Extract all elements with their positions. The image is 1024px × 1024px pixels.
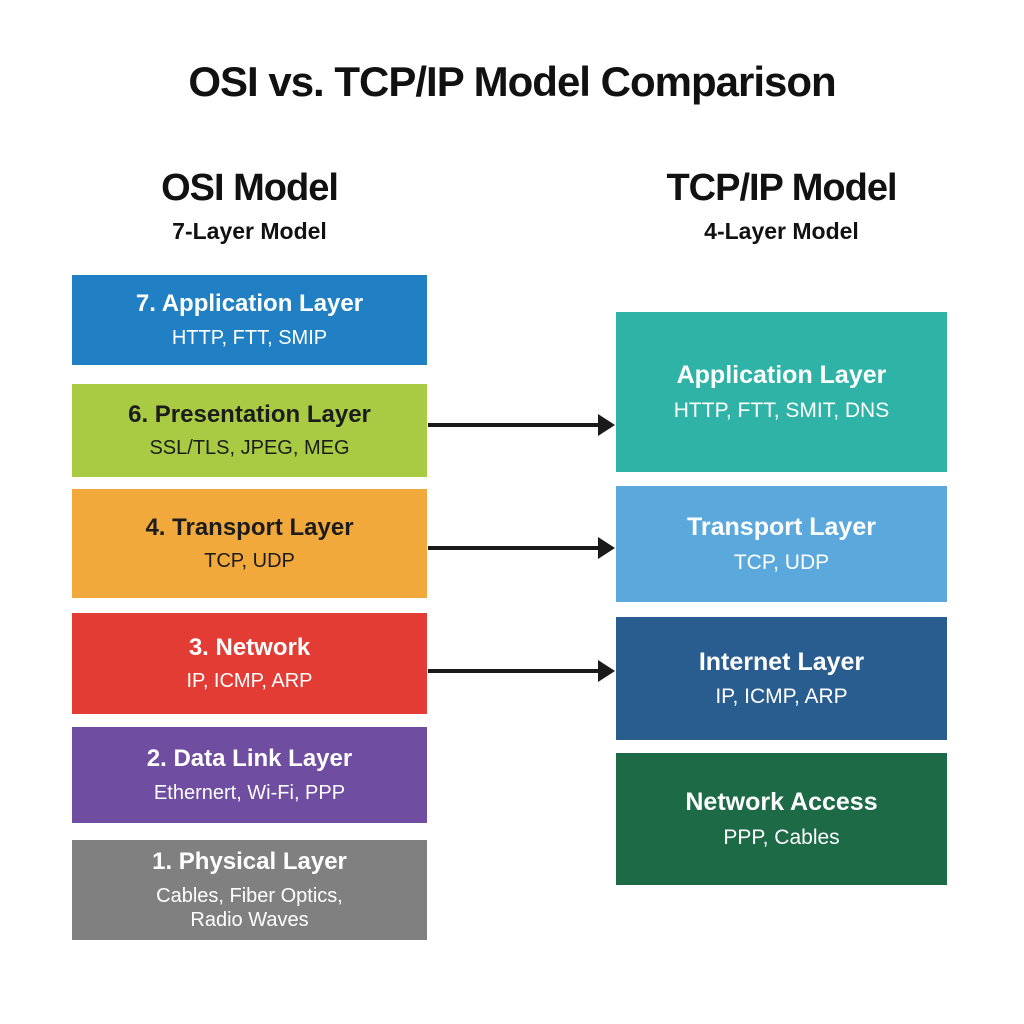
arrow-line [428, 423, 602, 427]
arrow-transport-to-transport [428, 537, 615, 559]
tcpip-column-header: TCP/IP Model 4-Layer Model [616, 167, 947, 245]
osi-layer-title: 1. Physical Layer [152, 848, 347, 876]
tcpip-layer-protocols: TCP, UDP [733, 550, 830, 574]
arrow-network-to-internet [428, 660, 615, 682]
osi-layer-protocols: TCP, UDP [204, 550, 295, 573]
arrow-head-icon [598, 414, 615, 436]
tcpip-subheading: 4-Layer Model [704, 217, 859, 244]
osi-layer-protocols: IP, ICMP, ARP [186, 670, 313, 693]
osi-heading: OSI Model [161, 167, 339, 209]
tcpip-layer-title: Application Layer [676, 361, 887, 390]
osi-layer-data-link: 2. Data Link Layer Ethernert, Wi-Fi, PPP [72, 727, 427, 823]
tcpip-layer-internet: Internet Layer IP, ICMP, ARP [616, 617, 947, 740]
osi-layer-transport: 4. Transport Layer TCP, UDP [72, 489, 427, 598]
arrow-line [428, 546, 602, 550]
arrow-presentation-to-application [428, 414, 615, 436]
osi-column-header: OSI Model 7-Layer Model [72, 167, 427, 245]
osi-layer-network: 3. Network IP, ICMP, ARP [72, 613, 427, 714]
tcpip-layer-title: Internet Layer [698, 647, 865, 676]
osi-layer-application: 7. Application Layer HTTP, FTT, SMIP [72, 275, 427, 365]
osi-layer-presentation: 6. Presentation Layer SSL/TLS, JPEG, MEG [72, 384, 427, 477]
arrow-line [428, 669, 602, 673]
tcpip-layer-network-access: Network Access PPP, Cables [616, 753, 947, 885]
tcpip-layer-protocols: PPP, Cables [723, 825, 840, 849]
tcpip-layer-transport: Transport Layer TCP, UDP [616, 486, 947, 602]
tcpip-layer-title: Transport Layer [687, 513, 876, 542]
osi-layer-protocols: Cables, Fiber Optics, Radio Waves [156, 884, 343, 931]
osi-subheading: 7-Layer Model [172, 217, 327, 244]
tcpip-layer-title: Network Access [685, 788, 878, 817]
tcpip-layer-protocols: HTTP, FTT, SMIT, DNS [673, 398, 890, 422]
tcpip-layer-application: Application Layer HTTP, FTT, SMIT, DNS [616, 312, 947, 472]
osi-layer-title: 6. Presentation Layer [128, 400, 371, 428]
arrow-head-icon [598, 660, 615, 682]
osi-layer-title: 7. Application Layer [135, 290, 364, 318]
osi-layer-title: 4. Transport Layer [145, 513, 354, 541]
osi-layer-protocols: SSL/TLS, JPEG, MEG [149, 437, 350, 460]
osi-layer-protocols: HTTP, FTT, SMIP [171, 326, 328, 349]
arrow-head-icon [598, 537, 615, 559]
tcpip-heading: TCP/IP Model [666, 167, 897, 209]
osi-layer-physical: 1. Physical Layer Cables, Fiber Optics, … [72, 840, 427, 940]
osi-layer-title: 2. Data Link Layer [146, 745, 353, 773]
tcpip-layer-protocols: IP, ICMP, ARP [715, 685, 848, 709]
page-title: OSI vs. TCP/IP Model Comparison [188, 58, 836, 105]
osi-layer-protocols: Ethernert, Wi-Fi, PPP [153, 781, 346, 804]
osi-layer-title: 3. Network [188, 633, 311, 661]
